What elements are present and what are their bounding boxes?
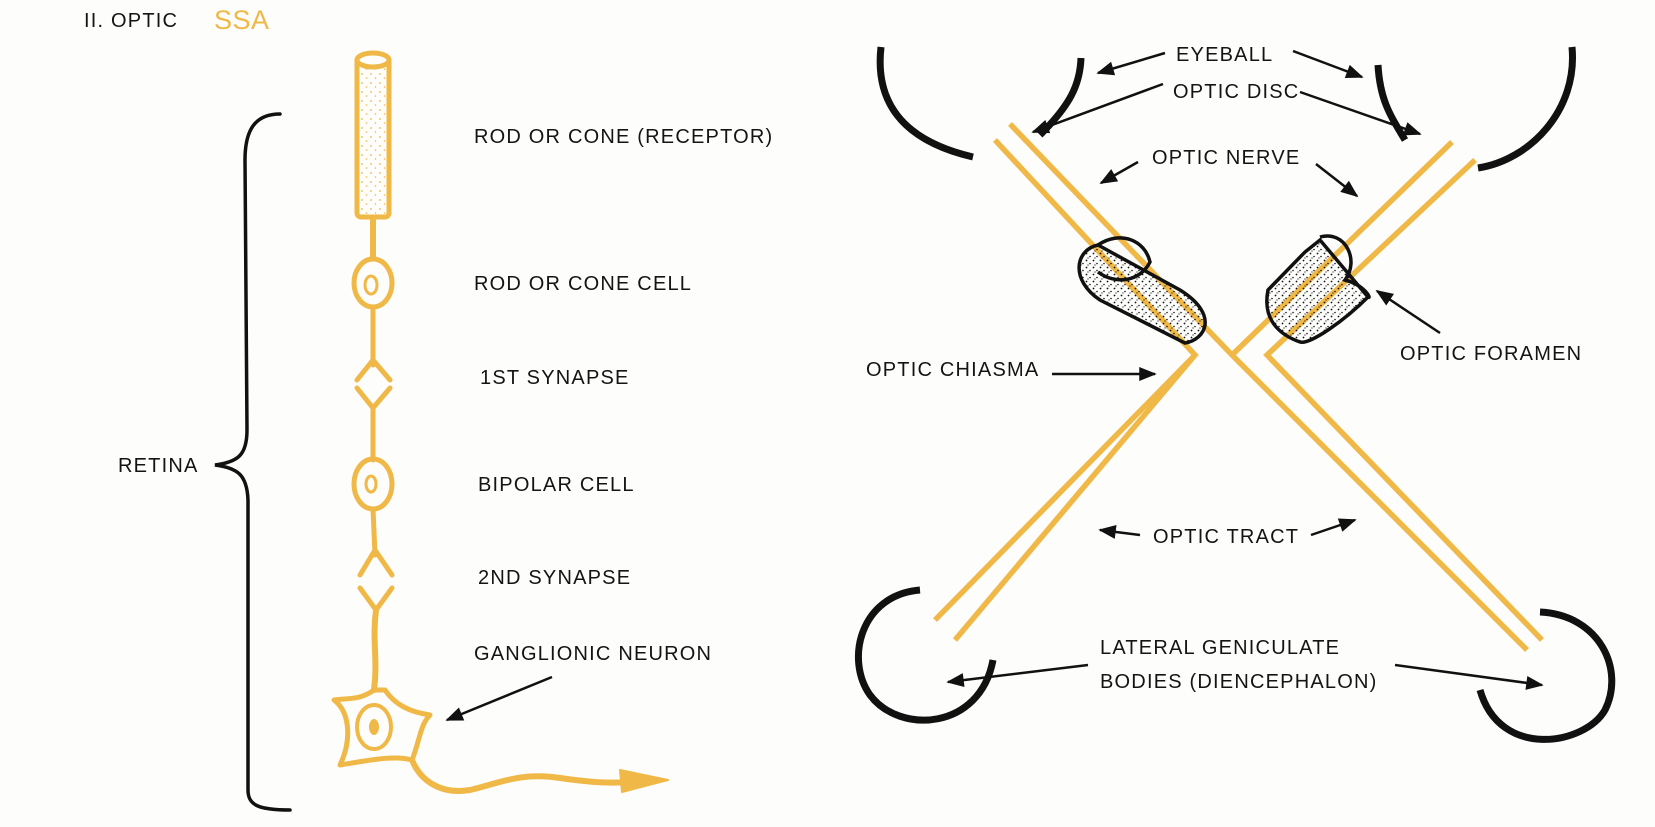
label-synapse-2: 2ND SYNAPSE [478,567,632,589]
modality-label: SSA [214,5,270,35]
lgb-pointer-right [1394,663,1544,690]
lgb-pointer-left [946,663,1089,688]
label-receptor: ROD OR CONE (RECEPTOR) [474,126,774,148]
label-lgb-line2: BODIES (DIENCEPHALON) [1100,671,1378,693]
pathway-pointers [946,49,1544,690]
optic-foramen-left [1077,236,1207,345]
ganglionic-neuron-body [331,607,669,794]
synapse-1-glyph [354,385,393,412]
label-optic-foramen: OPTIC FORAMEN [1400,343,1583,365]
label-bipolar-cell: BIPOLAR CELL [478,474,635,496]
lateral-geniculate-left [854,586,997,724]
label-lgb-line1: LATERAL GENICULATE [1100,637,1341,659]
rod-cone-cell-body [351,217,395,383]
optic-foramen-right [1265,234,1371,344]
section-title: II. OPTIC [84,10,179,32]
label-rod-cone-cell: ROD OR CONE CELL [474,273,693,295]
eyeball-pointer-right [1292,49,1364,79]
retina-brace [214,112,292,812]
label-optic-tract: OPTIC TRACT [1153,526,1300,548]
optic-nerve-pointer-right [1315,163,1359,198]
optic-nerve-pointer-left [1099,160,1139,185]
eyeball-left [876,46,1085,161]
optic-disc-pointer-left [1031,82,1164,134]
optic-tract-pointer-right [1310,518,1357,537]
label-ganglionic-neuron: GANGLIONIC NEURON [474,643,713,665]
label-optic-chiasma: OPTIC CHIASMA [866,359,1040,381]
optic-foramen-pointer [1375,289,1441,335]
label-eyeball: EYEBALL [1176,44,1274,66]
lateral-geniculate-right [1476,608,1616,743]
retina-label: RETINA [118,455,199,477]
label-synapse-1: 1ST SYNAPSE [480,367,630,389]
optic-disc-pointer-right [1299,90,1422,136]
eyeball-right [1374,46,1576,172]
bipolar-cell-body [351,405,395,578]
synapse-2-glyph [357,585,395,615]
label-optic-nerve: OPTIC NERVE [1152,147,1301,169]
receptor-rod-cone [354,50,392,220]
eyeball-pointer-left [1096,51,1166,76]
label-optic-disc: OPTIC DISC [1173,81,1300,103]
ganglionic-neuron-pointer [445,675,553,722]
optic-fibers [933,122,1544,652]
optic-tract-pointer-left [1098,525,1141,539]
